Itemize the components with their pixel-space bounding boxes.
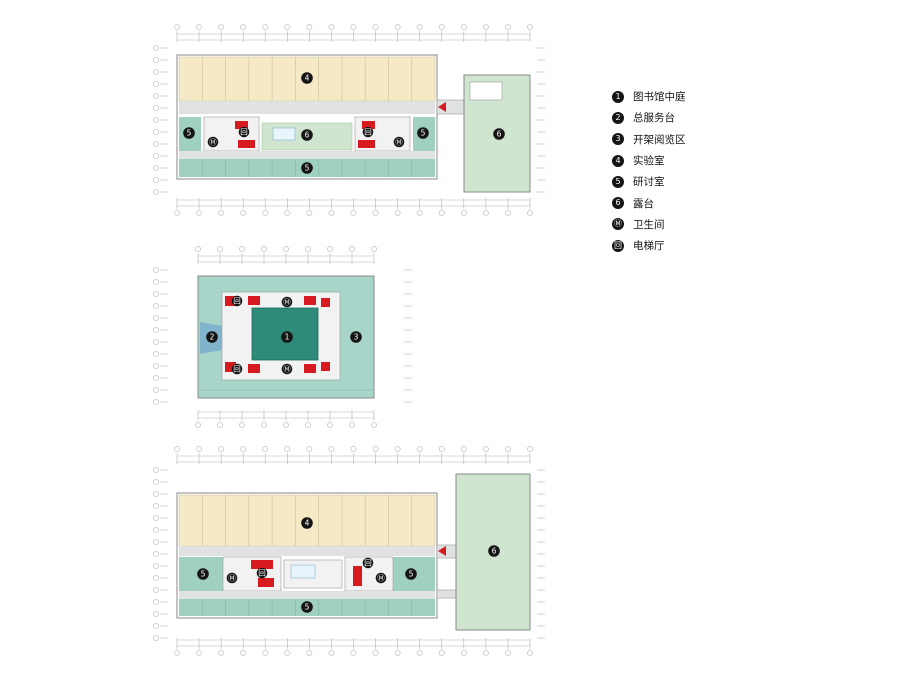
restroom-icon: Ⓜ (375, 572, 387, 584)
svg-text:Ⓜ: Ⓜ (209, 138, 217, 147)
svg-text:Ⓜ: Ⓜ (283, 365, 291, 374)
room-number-badge: 6 (493, 128, 505, 140)
elevator-icon: 回 (256, 567, 268, 579)
restroom-icon: Ⓜ (281, 363, 293, 375)
middle-floor-plan (153, 246, 412, 428)
legend-item: 2 总服务台 (612, 107, 762, 128)
legend-label: 图书馆中庭 (633, 91, 686, 104)
svg-text:Ⓜ: Ⓜ (395, 138, 403, 147)
room-number-badge: 5 (197, 568, 209, 580)
room-number-badge: 4 (301, 517, 313, 529)
legend-label: 实验室 (633, 155, 665, 168)
room-number-badge: 6 (488, 545, 500, 557)
legend-item: 回电梯厅 (612, 235, 762, 256)
legend-label: 电梯厅 (633, 240, 665, 253)
elevator-icon: 回 (231, 295, 243, 307)
legend-item: Ⓜ 卫生间 (612, 214, 762, 235)
svg-text:回: 回 (364, 128, 372, 137)
badge-number: 2 (210, 333, 215, 342)
restroom-icon: Ⓜ (281, 296, 293, 308)
badge-number: 1 (285, 333, 290, 342)
restroom-icon: Ⓜ (207, 136, 219, 148)
legend-badge: Ⓜ (612, 218, 624, 231)
badge-number: 4 (305, 519, 310, 528)
badge-number: 5 (421, 129, 426, 138)
badge-number: 6 (497, 130, 502, 139)
room-number-badge: 5 (301, 601, 313, 613)
badge-number: 4 (305, 74, 310, 83)
svg-text:回: 回 (233, 297, 241, 306)
room-number-badge: 5 (183, 127, 195, 139)
legend-item: 3 开架阅览区 (612, 129, 762, 150)
corridor (179, 546, 435, 556)
svg-text:Ⓜ: Ⓜ (377, 574, 385, 583)
corridor (179, 101, 435, 114)
legend-item: 5 研讨室 (612, 171, 762, 192)
elevator-icon: 回 (362, 126, 374, 138)
legend-badge: 4 (612, 154, 624, 167)
svg-text:回: 回 (258, 569, 266, 578)
svg-text:Ⓜ: Ⓜ (283, 298, 291, 307)
legend-item: 6 露台 (612, 192, 762, 213)
room-number-badge: 1 (281, 331, 293, 343)
legend-label: 露台 (633, 197, 654, 210)
restroom-icon: Ⓜ (226, 572, 238, 584)
room-number-badge: 5 (405, 568, 417, 580)
restroom-icon: Ⓜ (393, 136, 405, 148)
room-number-badge: 3 (350, 331, 362, 343)
top-floor-plan (153, 24, 545, 216)
legend-badge: 1 (612, 90, 624, 103)
corridor (179, 151, 435, 159)
badge-number: 5 (187, 129, 192, 138)
elevator-icon: 回 (362, 557, 374, 569)
elevator-icon: 回 (231, 363, 243, 375)
svg-text:Ⓜ: Ⓜ (228, 574, 236, 583)
badge-number: 6 (492, 547, 497, 556)
legend-badge: 5 (612, 175, 624, 188)
room-number-badge: 6 (301, 129, 313, 141)
room-number-badge: 4 (301, 72, 313, 84)
legend-badge: 6 (612, 197, 624, 210)
badge-number: 5 (201, 570, 206, 579)
svg-text:回: 回 (240, 128, 248, 137)
legend-badge: 回 (612, 239, 624, 252)
badge-number: 5 (305, 603, 310, 612)
svg-text:回: 回 (233, 365, 241, 374)
legend-badge: 3 (612, 133, 624, 146)
legend-label: 研讨室 (633, 176, 665, 189)
badge-number: 5 (409, 570, 414, 579)
bottom-floor-plan (153, 446, 545, 656)
badge-number: 3 (354, 333, 359, 342)
room-number-badge: 5 (301, 162, 313, 174)
badge-number: 5 (305, 164, 310, 173)
legend-label: 卫生间 (633, 218, 665, 231)
room-number-badge: 5 (417, 127, 429, 139)
legend-badge: 2 (612, 111, 624, 124)
legend-label: 开架阅览区 (633, 133, 686, 146)
elevator-icon: 回 (238, 126, 250, 138)
badge-number: 6 (305, 131, 310, 140)
room-number-badge: 2 (206, 331, 218, 343)
corridor (179, 591, 435, 599)
legend-item: 4 实验室 (612, 150, 762, 171)
legend-item: 1 图书馆中庭 (612, 86, 762, 107)
legend-label: 总服务台 (633, 112, 675, 125)
svg-text:回: 回 (364, 559, 372, 568)
